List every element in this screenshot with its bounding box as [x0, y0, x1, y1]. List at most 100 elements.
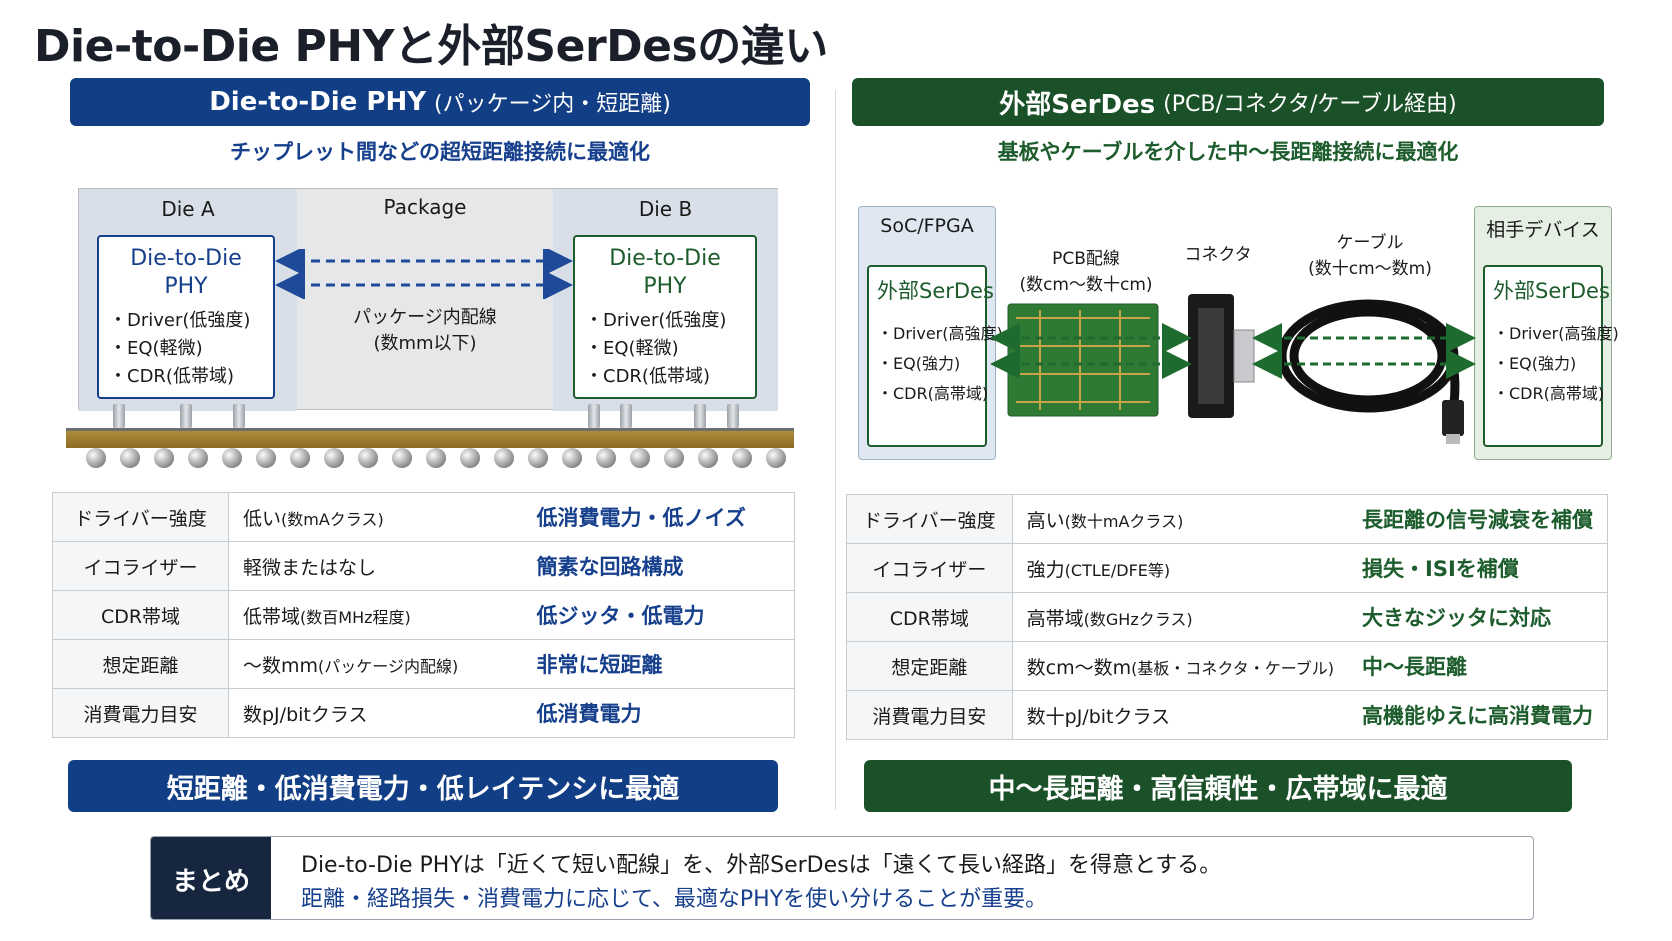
- connector-shell: [1233, 329, 1255, 383]
- row-value: 数十pJ/bitクラス: [1011, 690, 1348, 740]
- row-value-note: (数十mAクラス): [1064, 511, 1184, 531]
- summary-line-1: Die-to-Die PHYは「近くて短い配線」を、外部SerDesは「遠くて長…: [301, 853, 1222, 878]
- solder-ball: [222, 448, 242, 468]
- package-diagram: Die A Package Die B Die-to-Die PHY ・Driv…: [78, 188, 778, 411]
- soc-label: SoC/FPGA: [880, 215, 974, 237]
- row-effect: 長距離の信号減衰を補償: [1348, 494, 1608, 544]
- soc-serdes-eq: ・EQ(強力): [877, 354, 961, 373]
- peer-serdes-cdr: ・CDR(高帯域): [1493, 384, 1605, 403]
- row-effect: 低ジッタ・低電力: [522, 590, 795, 640]
- row-value-note: (数GHzクラス): [1083, 609, 1193, 629]
- die-a-label: Die A: [161, 197, 215, 221]
- table-row: 想定距離 ～数mm(パッケージ内配線) 非常に短距離: [52, 639, 795, 689]
- solder-ball: [426, 448, 446, 468]
- row-value-note: (数百MHz程度): [300, 607, 411, 627]
- package-wire-label: パッケージ内配線 (数mm以下): [297, 305, 553, 357]
- row-value: 低帯域(数百MHz程度): [228, 590, 523, 640]
- serdes-subtitle: 基板やケーブルを介した中～長距離接続に最適化: [997, 140, 1459, 164]
- summary-line-2: 距離・経路損失・消費電力に応じて、最適なPHYを使い分けることが重要。: [301, 887, 1048, 912]
- micro-bump: [113, 404, 125, 428]
- micro-bump: [180, 404, 192, 428]
- row-header: イコライザー: [846, 543, 1013, 593]
- d2d-banner-subtitle: (パッケージ内・短距離): [434, 92, 671, 117]
- row-value-note: (CTLE/DFE等): [1064, 560, 1171, 580]
- die-a-driver: ・Driver(低強度): [109, 310, 251, 331]
- package-label: Package: [383, 195, 467, 219]
- peer-label: 相手デバイス: [1486, 219, 1600, 241]
- die-b-label: Die B: [638, 197, 693, 221]
- row-header: ドライバー強度: [52, 492, 229, 542]
- row-value-main: 高い: [1026, 509, 1065, 532]
- row-value: 数pJ/bitクラス: [228, 688, 523, 738]
- soc-serdes-driver: ・Driver(高強度): [877, 324, 1003, 343]
- solder-ball: [154, 448, 174, 468]
- die-b-phy-title: Die-to-Die PHY: [585, 245, 745, 301]
- d2d-banner: Die-to-Die PHY (パッケージ内・短距離): [70, 78, 810, 126]
- serdes-path-graphic: [990, 294, 1476, 444]
- die-a-phy-box: Die-to-Die PHY ・Driver(低強度) ・EQ(軽微) ・CDR…: [97, 235, 275, 399]
- solder-ball: [596, 448, 616, 468]
- solder-ball: [86, 448, 106, 468]
- die-a-eq: ・EQ(軽微): [109, 338, 203, 359]
- row-value: 低い(数mAクラス): [228, 492, 523, 542]
- solder-ball: [188, 448, 208, 468]
- row-header: ドライバー強度: [846, 494, 1013, 544]
- row-header: 想定距離: [846, 641, 1013, 691]
- die-b-driver: ・Driver(低強度): [585, 310, 727, 331]
- peer-serdes-driver: ・Driver(高強度): [1493, 324, 1619, 343]
- row-effect: 非常に短距離: [522, 639, 795, 689]
- row-value-main: 低い: [243, 507, 282, 530]
- table-row: ドライバー強度 低い(数mAクラス) 低消費電力・低ノイズ: [52, 492, 795, 542]
- solder-ball: [460, 448, 480, 468]
- die-a-phy-title-line1: Die-to-Die: [130, 246, 242, 271]
- row-value: 高帯域(数GHzクラス): [1011, 592, 1348, 642]
- solder-ball: [562, 448, 582, 468]
- serdes-banner: 外部SerDes (PCB/コネクタ/ケーブル経由): [852, 78, 1604, 126]
- table-row: CDR帯域 高帯域(数GHzクラス) 大きなジッタに対応: [846, 592, 1608, 642]
- row-effect: 中～長距離: [1348, 641, 1608, 691]
- peer-box: 相手デバイス 外部SerDes ・Driver(高強度) ・EQ(強力) ・CD…: [1474, 206, 1619, 460]
- row-value: 軽微またはなし: [228, 541, 523, 591]
- solder-ball: [528, 448, 548, 468]
- cable-label-2: (数十cm～数m): [1308, 259, 1432, 279]
- d2d-table: ドライバー強度 低い(数mAクラス) 低消費電力・低ノイズ イコライザー 軽微ま…: [52, 492, 795, 738]
- row-value-main: 数pJ/bitクラス: [243, 703, 368, 726]
- row-effect: 簡素な回路構成: [522, 541, 795, 591]
- solder-ball: [698, 448, 718, 468]
- solder-ball: [392, 448, 412, 468]
- pcb-label-2: (数cm～数十cm): [1019, 275, 1153, 295]
- summary-box: まとめ Die-to-Die PHYは「近くて短い配線」を、外部SerDesは「…: [150, 836, 1534, 920]
- die-a-cdr: ・CDR(低帯域): [109, 366, 234, 387]
- table-row: イコライザー 軽微またはなし 簡素な回路構成: [52, 541, 795, 591]
- cable-plug-tip: [1446, 434, 1460, 444]
- die-a-phy-title: Die-to-Die PHY: [109, 245, 263, 301]
- row-value-note: (基板・コネクタ・ケーブル): [1131, 658, 1334, 678]
- row-value: ～数mm(パッケージ内配線): [228, 639, 523, 689]
- die-b-phy-box: Die-to-Die PHY ・Driver(低強度) ・EQ(軽微) ・CDR…: [573, 235, 757, 399]
- row-effect: 低消費電力: [522, 688, 795, 738]
- row-value-main: 低帯域: [243, 605, 301, 628]
- peer-serdes-title: 外部SerDes: [1493, 279, 1610, 303]
- row-header: 想定距離: [52, 639, 229, 689]
- row-header: CDR帯域: [846, 592, 1013, 642]
- row-header: 消費電力目安: [846, 690, 1013, 740]
- row-effect: 高機能ゆえに高消費電力: [1348, 690, 1608, 740]
- row-value: 高い(数十mAクラス): [1011, 494, 1348, 544]
- d2d-footer-banner: 短距離・低消費電力・低レイテンシに最適: [68, 760, 778, 812]
- micro-bump: [620, 404, 632, 428]
- row-effect: 損失・ISIを補償: [1348, 543, 1608, 593]
- cable-plug-icon: [1442, 400, 1464, 436]
- die-b-phy-title-line2: PHY: [643, 274, 687, 299]
- serdes-footer-banner: 中～長距離・高信頼性・広帯域に最適: [864, 760, 1572, 812]
- row-value-main: 高帯域: [1026, 607, 1084, 630]
- serdes-banner-subtitle: (PCB/コネクタ/ケーブル経由): [1163, 92, 1457, 117]
- cable-label: ケーブル (数十cm～数m): [1290, 230, 1450, 282]
- solder-ball: [494, 448, 514, 468]
- solder-ball: [664, 448, 684, 468]
- cable-icon: [1277, 299, 1460, 413]
- serdes-table: ドライバー強度 高い(数十mAクラス) 長距離の信号減衰を補償 イコライザー 強…: [846, 494, 1608, 740]
- micro-bump: [727, 404, 739, 428]
- die-b-cdr: ・CDR(低帯域): [585, 366, 710, 387]
- solder-ball: [324, 448, 344, 468]
- column-divider: [835, 90, 836, 810]
